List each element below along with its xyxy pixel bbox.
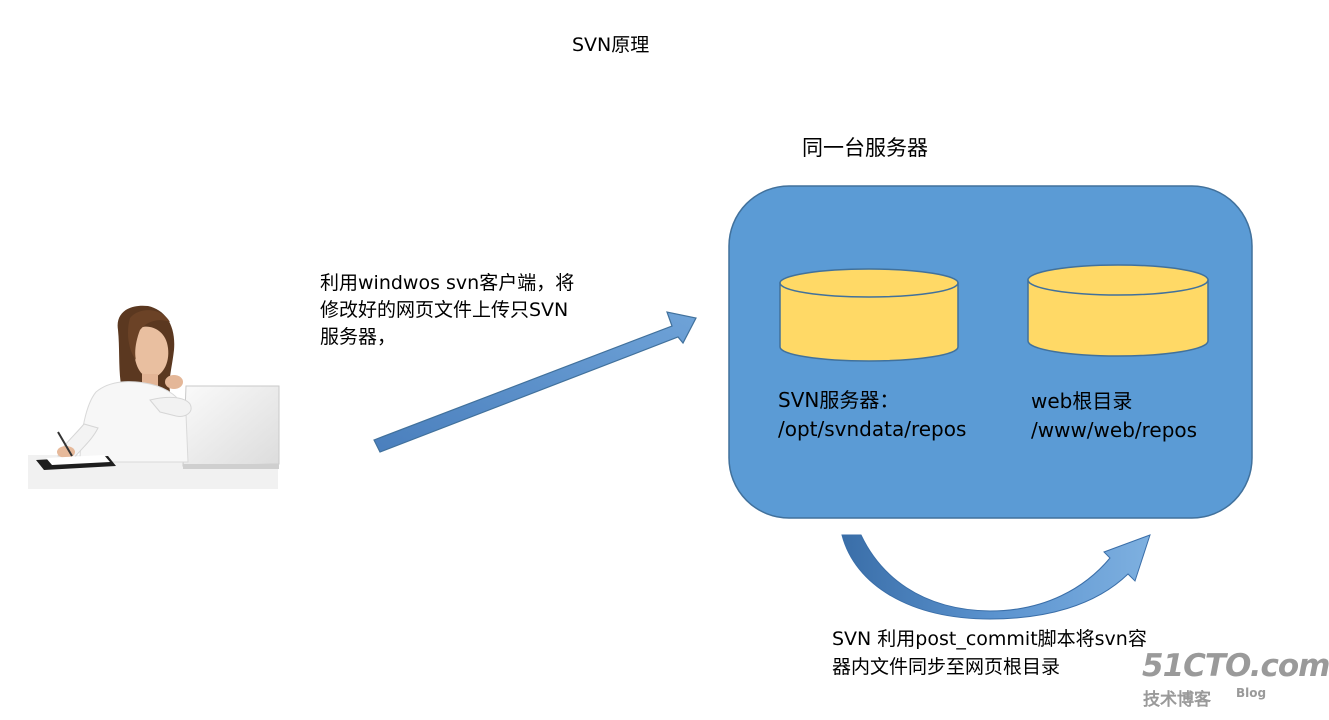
svn-repo-cylinder bbox=[779, 268, 959, 362]
sync-description: SVN 利用post_commit脚本将svn容 器内文件同步至网页根目录 bbox=[832, 628, 1147, 678]
svn-repo-label: SVN服务器： /opt/svndata/repos bbox=[778, 388, 967, 441]
server-label: 同一台服务器 bbox=[802, 136, 928, 160]
watermark-logo: 51CTO.com bbox=[1142, 648, 1329, 684]
upload-arrow bbox=[373, 311, 697, 453]
person-laptop-illustration bbox=[28, 305, 280, 489]
watermark-blog: Blog bbox=[1236, 686, 1267, 700]
web-root-cylinder bbox=[1027, 264, 1209, 357]
sync-curved-arrow bbox=[841, 534, 1151, 620]
watermark-subtitle: 技术博客 bbox=[1143, 690, 1211, 710]
diagram-canvas bbox=[28, 185, 1253, 620]
upload-description: 利用windwos svn客户端，将 修改好的网页文件上传只SVN 服务器， bbox=[320, 272, 575, 348]
web-root-label: web根目录 /www/web/repos bbox=[1031, 389, 1198, 442]
diagram-title: SVN原理 bbox=[572, 34, 650, 56]
